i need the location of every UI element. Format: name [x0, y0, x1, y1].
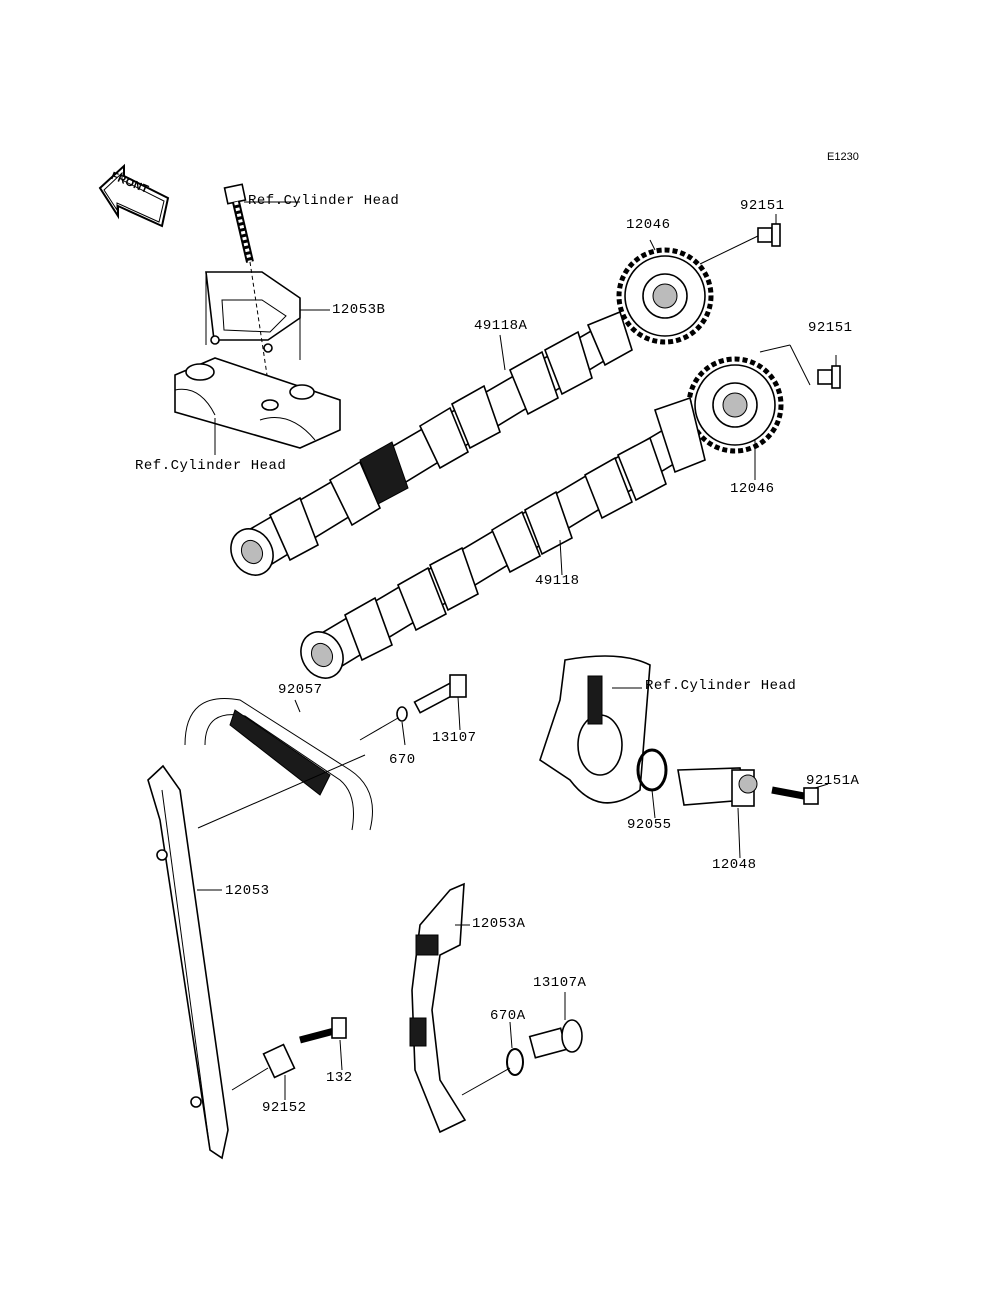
- label-ref-cylinder-head-right: Ref.Cylinder Head: [645, 678, 797, 694]
- guide-bolt-13107A: [528, 1019, 583, 1059]
- cam-sprocket-upper: [616, 247, 714, 345]
- camshaft-exhaust-49118A: [230, 310, 633, 576]
- label-92055: 92055: [627, 817, 672, 833]
- chain-guide-12053A: [409, 882, 467, 1134]
- camshaft-intake-49118: [300, 396, 706, 679]
- label-92151-mid: 92151: [808, 320, 853, 336]
- label-12053A: 12053A: [472, 916, 526, 932]
- cam-cap-bolt: [223, 183, 254, 263]
- label-670: 670: [389, 752, 416, 768]
- o-ring-670: [396, 706, 408, 722]
- label-ref-cylinder-head-top: Ref.Cylinder Head: [248, 193, 400, 209]
- collar-92152: [262, 1043, 296, 1079]
- label-92151-top: 92151: [740, 198, 785, 214]
- chain-guide-12053: [147, 764, 229, 1160]
- guide-bolt-13107: [413, 674, 467, 714]
- label-49118: 49118: [535, 573, 580, 589]
- sprocket-bolt-lower: [817, 365, 841, 389]
- label-92152: 92152: [262, 1100, 307, 1116]
- label-13107A: 13107A: [533, 975, 587, 991]
- label-12048: 12048: [712, 857, 757, 873]
- label-12046-top: 12046: [626, 217, 671, 233]
- tensioner-housing: [539, 655, 651, 804]
- cam-cap-block: [174, 357, 341, 455]
- label-12046-bottom: 12046: [730, 481, 775, 497]
- label-670A: 670A: [490, 1008, 526, 1024]
- timing-chain: [184, 698, 373, 831]
- sprocket-bolt-upper: [757, 223, 781, 247]
- diagram-code: E1230: [827, 151, 859, 163]
- label-13107: 13107: [432, 730, 477, 746]
- bolt-132: [299, 1017, 347, 1044]
- label-ref-cylinder-head-left: Ref.Cylinder Head: [135, 458, 287, 474]
- label-12053: 12053: [225, 883, 270, 899]
- bracket-12053B: [205, 271, 301, 360]
- tensioner-bolt-92151A: [771, 786, 819, 805]
- front-arrow-icon: [98, 163, 170, 228]
- cam-chain-tensioner: [677, 767, 758, 807]
- label-132: 132: [326, 1070, 353, 1086]
- cam-sprocket-lower: [686, 356, 784, 454]
- label-92057: 92057: [278, 682, 323, 698]
- label-49118A: 49118A: [474, 318, 528, 334]
- label-92151A: 92151A: [806, 773, 860, 789]
- o-ring-670A: [506, 1048, 524, 1076]
- label-12053B: 12053B: [332, 302, 386, 318]
